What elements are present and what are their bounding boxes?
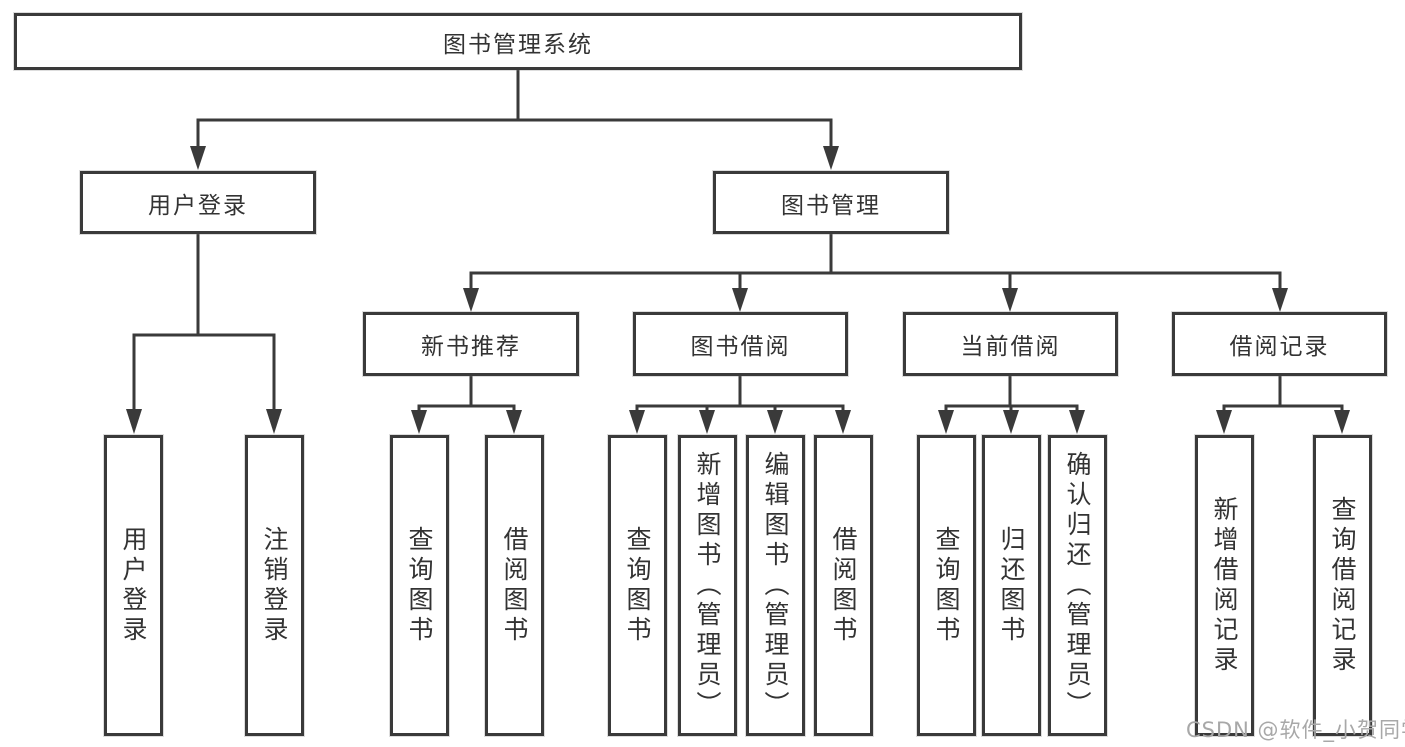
- leaf-label: 归还图书: [997, 525, 1026, 646]
- arrowhead: [732, 288, 748, 312]
- arrowhead: [1272, 288, 1288, 312]
- leaf-label: 新增借阅记录: [1210, 495, 1239, 676]
- node-book-borrowing: 图书借阅: [633, 312, 848, 376]
- leaf-label: 注销登录: [260, 525, 289, 646]
- leaf-borrow-books-borrowing: 借阅图书: [814, 435, 873, 736]
- arrowhead: [823, 146, 839, 170]
- root-node-label: 图书管理系统: [443, 31, 593, 58]
- leaf-edit-books-admin: 编辑图书（管理员）: [746, 435, 805, 736]
- leaf-label: 新增图书（管理员）: [693, 450, 722, 721]
- connector-current-to-leaves: [944, 376, 1079, 412]
- arrowhead: [629, 410, 645, 434]
- arrowhead: [190, 146, 206, 170]
- leaf-label: 查询图书: [623, 525, 652, 646]
- leaf-add-books-admin: 新增图书（管理员）: [678, 435, 737, 736]
- node-label: 用户登录: [148, 192, 248, 219]
- connector-login-to-leaves: [132, 234, 276, 412]
- leaf-label: 查询借阅记录: [1328, 495, 1357, 676]
- arrowhead: [506, 410, 522, 434]
- arrowhead: [1069, 410, 1085, 434]
- leaf-label: 查询图书: [405, 525, 434, 646]
- arrowhead: [266, 409, 282, 434]
- leaf-label: 借阅图书: [829, 525, 858, 646]
- node-label: 借阅记录: [1229, 334, 1330, 360]
- node-label: 图书借阅: [690, 334, 791, 360]
- arrowhead: [699, 410, 715, 434]
- node-label: 当前借阅: [960, 334, 1061, 360]
- connector-records-to-leaves: [1222, 376, 1344, 412]
- leaf-confirm-return-admin: 确认归还（管理员）: [1048, 435, 1107, 736]
- leaf-logout: 注销登录: [245, 435, 304, 736]
- node-label: 图书管理: [781, 192, 881, 219]
- leaf-label: 查询图书: [932, 525, 961, 646]
- arrowhead: [1002, 288, 1018, 312]
- arrowhead: [767, 410, 783, 434]
- connector-borrow-to-leaves: [635, 376, 845, 412]
- arrowhead: [1216, 410, 1232, 434]
- node-new-book-recommend: 新书推荐: [363, 312, 579, 376]
- leaf-user-login: 用户登录: [104, 435, 163, 736]
- leaf-label: 借阅图书: [500, 525, 529, 646]
- node-user-login: 用户登录: [80, 171, 316, 234]
- leaf-borrow-books-recommend: 借阅图书: [485, 435, 544, 736]
- arrowhead: [411, 410, 427, 434]
- arrowhead: [1003, 410, 1019, 434]
- leaf-return-books: 归还图书: [982, 435, 1041, 736]
- arrowhead: [1334, 410, 1350, 434]
- leaf-label: 编辑图书（管理员）: [761, 450, 790, 721]
- connector-mgmt-to-level3: [469, 234, 1282, 290]
- node-label: 新书推荐: [421, 334, 521, 360]
- arrowhead: [126, 409, 142, 434]
- leaf-label: 用户登录: [119, 525, 148, 646]
- leaf-query-books-borrowing: 查询图书: [608, 435, 667, 736]
- connector-root-to-level2: [196, 70, 833, 148]
- leaf-add-borrow-record: 新增借阅记录: [1195, 435, 1254, 736]
- leaf-label: 确认归还（管理员）: [1063, 450, 1092, 721]
- leaf-query-books-current: 查询图书: [917, 435, 976, 736]
- root-node-system: 图书管理系统: [14, 13, 1022, 70]
- node-borrow-records: 借阅记录: [1172, 312, 1387, 376]
- leaf-query-borrow-record: 查询借阅记录: [1313, 435, 1372, 736]
- arrowhead: [938, 410, 954, 434]
- node-book-management: 图书管理: [713, 171, 949, 234]
- arrowhead: [463, 288, 479, 312]
- leaf-query-books-recommend: 查询图书: [390, 435, 449, 736]
- arrowhead: [835, 410, 851, 434]
- csdn-watermark: CSDN @软件_小贺同学: [1186, 718, 1405, 742]
- connector-recommend-to-leaves: [417, 376, 516, 412]
- node-current-borrowing: 当前借阅: [903, 312, 1118, 376]
